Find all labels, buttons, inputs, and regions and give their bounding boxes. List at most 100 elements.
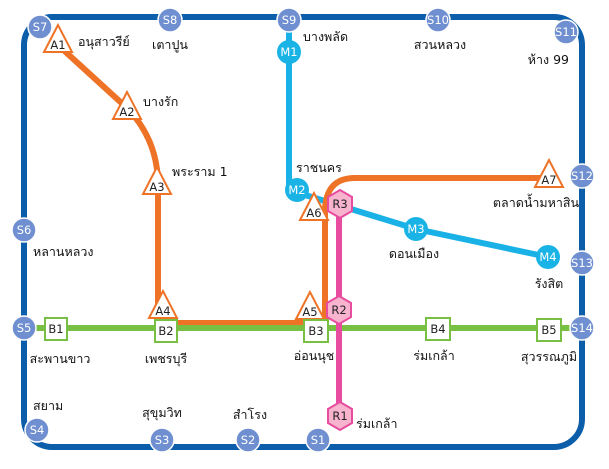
station-m2-marker bbox=[285, 178, 309, 202]
station-s1-code: S1 bbox=[311, 433, 326, 447]
station-a7[interactable]: A7 ตลาดน้ำมหาสิน bbox=[493, 157, 580, 210]
station-s12-code: S12 bbox=[571, 169, 593, 183]
station-m3-name: ดอนเมือง bbox=[389, 246, 439, 261]
station-s14-marker bbox=[569, 315, 595, 341]
station-a2-name: บางรัก bbox=[143, 94, 178, 109]
station-a6-code: A6 bbox=[306, 206, 321, 220]
station-r2[interactable]: R2 bbox=[326, 294, 352, 326]
station-s7[interactable]: S7 bbox=[27, 14, 53, 40]
station-r1-code: R1 bbox=[332, 409, 347, 423]
station-b1-code: B1 bbox=[48, 322, 63, 336]
station-a3[interactable]: A3 พระราม 1 bbox=[141, 164, 228, 195]
station-a5-code: A5 bbox=[302, 305, 317, 319]
station-s3[interactable]: S3 สุขุมวิท bbox=[142, 405, 182, 453]
station-b3[interactable]: B3 อ่อนนุช bbox=[294, 319, 335, 364]
station-b5[interactable]: B5 สุวรรณภูมิ bbox=[521, 318, 577, 365]
station-m2-name: ราชนคร bbox=[296, 160, 342, 175]
station-m1-marker bbox=[277, 40, 301, 64]
station-b5-code: B5 bbox=[541, 323, 556, 337]
station-s8-code: S8 bbox=[163, 13, 178, 27]
station-s11-name: ห้าง 99 bbox=[528, 52, 569, 67]
station-m3-marker bbox=[404, 217, 428, 241]
station-a7-marker bbox=[533, 157, 565, 188]
station-s4-marker bbox=[24, 417, 50, 443]
station-s13[interactable]: S13 bbox=[569, 250, 595, 276]
a-line bbox=[55, 42, 549, 326]
station-s2-name: สำโรง bbox=[233, 407, 267, 422]
station-m4-marker bbox=[536, 245, 560, 269]
ring-line bbox=[21, 14, 585, 450]
station-a6-marker bbox=[298, 190, 330, 221]
station-s7-marker bbox=[27, 14, 53, 40]
station-s10-name: สวนหลวง bbox=[414, 37, 466, 52]
station-a5[interactable]: A5 bbox=[294, 289, 326, 320]
station-r1[interactable]: R1 ร่มเกล้า bbox=[327, 400, 397, 432]
station-s2-code: S2 bbox=[241, 433, 256, 447]
station-s9[interactable]: S9 บางพลัด bbox=[276, 7, 348, 44]
station-r3-code: R3 bbox=[332, 197, 347, 211]
station-b3-code: B3 bbox=[308, 324, 323, 338]
station-s8[interactable]: S8 เตาปูน bbox=[152, 7, 188, 53]
station-b5-name: สุวรรณภูมิ bbox=[521, 349, 577, 365]
station-s5-marker bbox=[11, 315, 37, 341]
station-m3-code: M3 bbox=[407, 222, 424, 236]
station-m2-code: M2 bbox=[288, 183, 305, 197]
station-b2[interactable]: B2 เพชรบุรี bbox=[145, 319, 188, 367]
station-m2[interactable]: M2 ราชนคร bbox=[285, 160, 342, 202]
station-b4-name: ร่มเกล้า bbox=[413, 348, 454, 363]
station-a4[interactable]: A4 bbox=[147, 288, 179, 319]
station-a2-code: A2 bbox=[119, 105, 134, 119]
station-b2-name: เพชรบุรี bbox=[145, 351, 188, 367]
station-r2-code: R2 bbox=[331, 303, 346, 317]
station-s9-name: บางพลัด bbox=[303, 29, 348, 44]
station-s13-marker bbox=[569, 250, 595, 276]
station-s8-name: เตาปูน bbox=[152, 37, 188, 53]
station-a1-code: A1 bbox=[50, 38, 65, 52]
station-s10-marker bbox=[425, 7, 451, 33]
station-a1-name: อนุสาวรีย์ bbox=[78, 34, 130, 50]
station-s11-code: S11 bbox=[555, 25, 577, 39]
station-b1-name: สะพานขาว bbox=[30, 351, 91, 366]
station-a3-marker bbox=[141, 164, 173, 195]
station-s6[interactable]: S6 หลานหลวง bbox=[11, 217, 94, 259]
station-s1[interactable]: S1 bbox=[305, 427, 331, 453]
station-b1[interactable]: B1 สะพานขาว bbox=[30, 317, 91, 366]
station-s1-marker bbox=[305, 427, 331, 453]
station-b2-code: B2 bbox=[158, 324, 173, 338]
station-s4-name: สยาม bbox=[33, 398, 63, 413]
station-s4-code: S4 bbox=[30, 423, 45, 437]
station-s7-code: S7 bbox=[33, 20, 48, 34]
station-s2[interactable]: S2 สำโรง bbox=[233, 407, 267, 453]
station-a2-marker bbox=[111, 89, 143, 120]
station-m4[interactable]: M4 รังสิต bbox=[535, 245, 564, 291]
station-r3[interactable]: R3 bbox=[327, 188, 353, 220]
station-b1-marker bbox=[44, 317, 68, 341]
station-s5[interactable]: S5 bbox=[11, 315, 37, 341]
station-a7-name: ตลาดน้ำมหาสิน bbox=[493, 193, 580, 210]
station-s12[interactable]: S12 bbox=[569, 163, 595, 189]
station-a2[interactable]: A2 บางรัก bbox=[111, 89, 178, 120]
station-s6-code: S6 bbox=[17, 223, 32, 237]
station-b3-marker bbox=[303, 319, 329, 343]
station-a4-marker bbox=[147, 288, 179, 319]
station-a6[interactable]: A6 bbox=[298, 190, 330, 221]
station-s11[interactable]: S11 ห้าง 99 bbox=[528, 19, 579, 67]
station-m1[interactable]: M1 bbox=[277, 40, 301, 64]
station-a1-marker bbox=[42, 22, 74, 53]
station-a1[interactable]: A1 อนุสาวรีย์ bbox=[42, 22, 130, 53]
station-s6-marker bbox=[11, 217, 37, 243]
station-s12-marker bbox=[569, 163, 595, 189]
station-s5-code: S5 bbox=[17, 321, 32, 335]
station-b5-marker bbox=[536, 318, 562, 342]
station-s2-marker bbox=[235, 427, 261, 453]
station-b4[interactable]: B4 ร่มเกล้า bbox=[413, 317, 455, 363]
station-s3-name: สุขุมวิท bbox=[142, 405, 182, 421]
station-m3[interactable]: M3 ดอนเมือง bbox=[389, 217, 439, 261]
station-s4[interactable]: S4 สยาม bbox=[24, 398, 63, 443]
station-s14[interactable]: S14 bbox=[569, 315, 595, 341]
station-r1-name: ร่มเกล้า bbox=[356, 416, 397, 431]
station-s9-marker bbox=[276, 7, 302, 33]
station-s10[interactable]: S10 สวนหลวง bbox=[414, 7, 466, 52]
